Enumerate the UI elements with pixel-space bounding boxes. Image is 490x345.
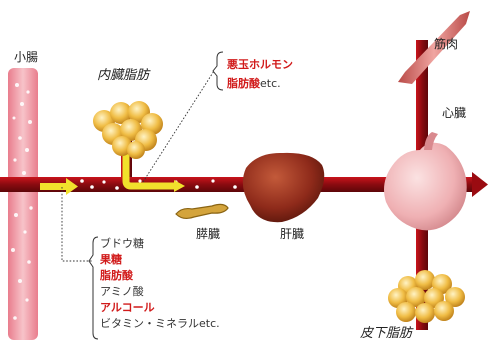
muscle-label: 筋肉 xyxy=(434,35,458,52)
small-intestine-label: 小腸 xyxy=(14,48,38,65)
subcutaneous-fat-label: 皮下脂肪 xyxy=(360,322,412,341)
visceral-fat-cells xyxy=(93,101,163,159)
bad-substances-list: 悪玉ホルモン 脂肪酸etc. xyxy=(227,55,293,93)
liver-label: 肝臓 xyxy=(280,225,304,242)
pancreas xyxy=(176,204,228,218)
bad-etc-label: etc. xyxy=(260,77,281,90)
bad-hormone-label: 悪玉ホルモン xyxy=(227,55,293,74)
leader-lines xyxy=(62,71,214,261)
nutrient-list: ブドウ糖 果糖 脂肪酸 アミノ酸 アルコール ビタミン・ミネラルetc. xyxy=(100,236,220,332)
bad-fatty-acid-label: 脂肪酸 xyxy=(227,77,260,90)
bad-fatty-acid-line: 脂肪酸etc. xyxy=(227,74,293,93)
nutrient-item: ビタミン・ミネラルetc. xyxy=(100,316,220,332)
heart-label: 心臓 xyxy=(442,104,466,121)
nutrient-item: アルコール xyxy=(100,300,220,316)
nutrient-item: ブドウ糖 xyxy=(100,236,220,252)
small-intestine xyxy=(8,68,38,340)
visceral-fat-label: 内臓脂肪 xyxy=(97,64,149,83)
liver xyxy=(243,153,324,222)
nutrient-item: 果糖 xyxy=(100,252,220,268)
nutrient-item: 脂肪酸 xyxy=(100,268,220,284)
subcutaneous-fat-cells xyxy=(388,270,465,323)
nutrient-item: アミノ酸 xyxy=(100,284,220,300)
heart xyxy=(384,132,467,230)
